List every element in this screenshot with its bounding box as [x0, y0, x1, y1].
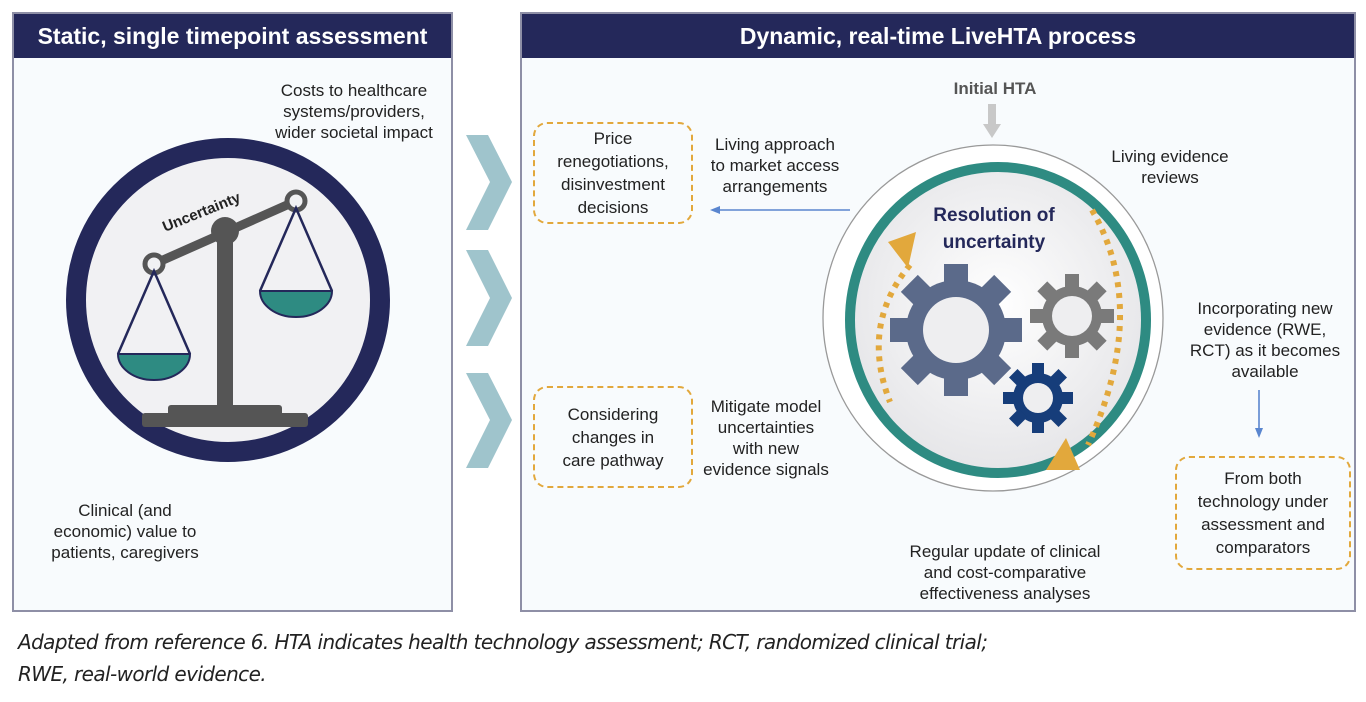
regular-update-label: Regular update of clinical and cost-comp… [909, 542, 1101, 603]
market-access-label: Living approach to market access arrange… [710, 135, 840, 196]
livehta-panel-title: Dynamic, real-time LiveHTA process [522, 14, 1354, 58]
scale-illustration: Uncertainty [66, 138, 390, 462]
static-panel-title: Static, single timepoint assessment [14, 14, 451, 58]
initial-hta-arrow-icon [983, 104, 1001, 138]
sources-box: From both technology under assessment an… [1175, 456, 1351, 570]
cycle-arrowhead-up-icon [888, 232, 916, 268]
figure-caption: Adapted from reference 6. HTA indicates … [18, 630, 988, 686]
left-pan-strings [116, 267, 192, 355]
care-pathway-box: Considering changes in care pathway [533, 386, 693, 488]
right-pan-strings [258, 204, 334, 292]
chevron-right-icon [466, 135, 512, 230]
resolution-cycle: Resolution of uncertainty [822, 144, 1164, 492]
scale-base [142, 413, 308, 427]
mitigate-label: Mitigate model uncertainties with new ev… [703, 397, 829, 479]
transition-chevrons [466, 135, 512, 468]
arrow-head-down-icon [1255, 428, 1263, 438]
incorporating-label: Incorporating new evidence (RWE, RCT) as… [1189, 299, 1341, 381]
costs-label: Costs to healthcare systems/providers, w… [275, 81, 433, 142]
chevron-right-icon [466, 250, 512, 346]
cycle-arrowhead-down-icon [1046, 438, 1080, 470]
living-reviews-label: Living evidence reviews [1111, 147, 1229, 187]
initial-hta-label: Initial HTA [953, 79, 1037, 98]
cycle-arrow-right [1085, 208, 1123, 447]
chevron-right-icon [466, 373, 512, 468]
resolution-title-line1: Resolution of [933, 205, 1055, 226]
right-pan [258, 290, 334, 318]
medium-gear-icon [1030, 274, 1114, 358]
scale-pillar [217, 231, 233, 411]
large-gear-icon [890, 264, 1022, 396]
price-renegotiation-box: Price renegotiations, disinvestment deci… [533, 122, 693, 224]
small-gear-icon [1003, 363, 1073, 433]
clinical-value-label: Clinical (and economic) value to patient… [51, 501, 199, 562]
left-pan [116, 353, 192, 381]
resolution-title-line2: uncertainty [943, 232, 1046, 253]
arrow-head-left-icon [710, 206, 720, 214]
